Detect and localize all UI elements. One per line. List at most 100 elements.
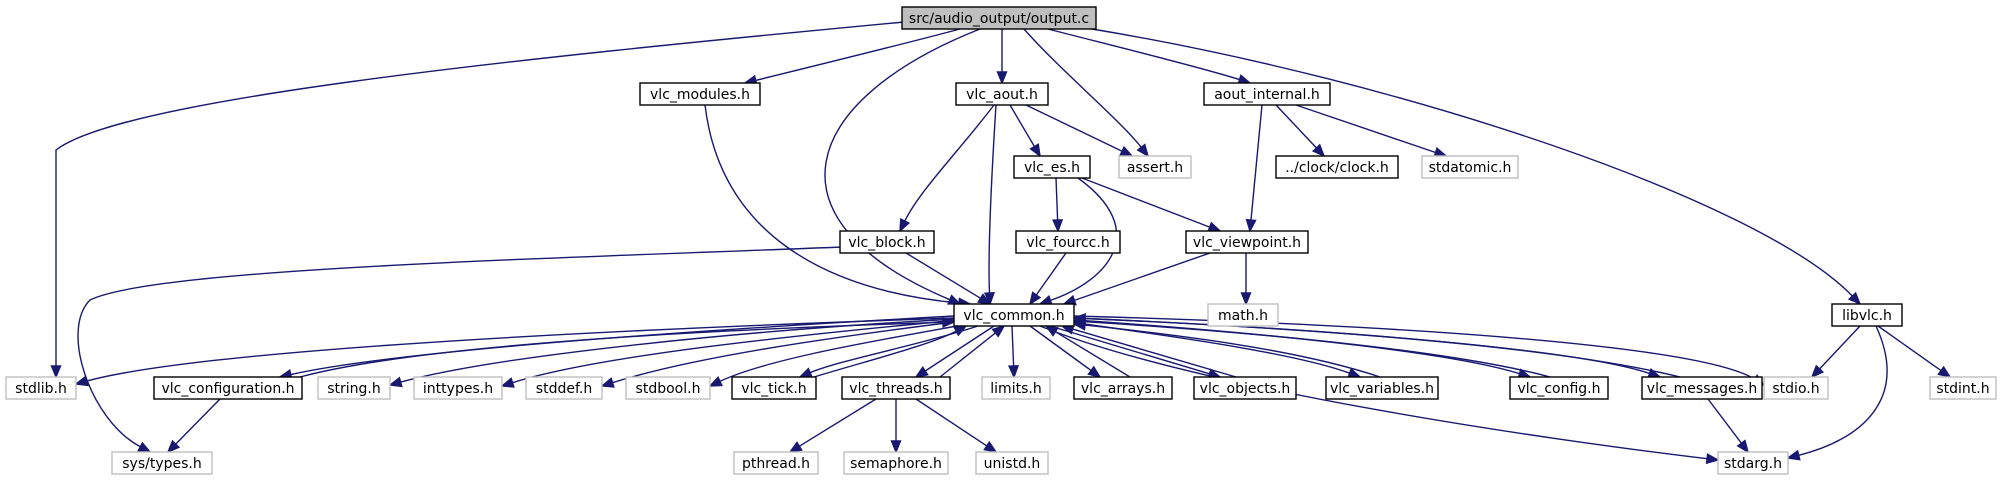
node-label: stdatomic.h <box>1429 160 1512 176</box>
node-box <box>843 451 949 475</box>
node-clock-h[interactable]: ../clock/clock.h <box>1275 155 1399 179</box>
node-label: stddef.h <box>536 381 592 397</box>
node-limits-h: limits.h <box>981 376 1051 400</box>
edge-line <box>939 332 996 378</box>
node-label: vlc_modules.h <box>650 87 750 103</box>
edge-arrowhead <box>977 293 992 305</box>
edge-arrowhead <box>1028 291 1042 306</box>
edge-vlc_common_h-to-stdio_h <box>1073 315 1766 386</box>
node-label: aout_internal.h <box>1214 87 1320 103</box>
node-label: stdbool.h <box>636 381 701 397</box>
edge-vlc_tick_h-to-vlc_common_h <box>813 325 968 378</box>
node-label: string.h <box>327 381 381 397</box>
node-libvlc-h[interactable]: libvlc.h <box>1831 303 1903 327</box>
edge-output_c-to-vlc_modules_h <box>743 28 961 86</box>
edge-line <box>1818 325 1861 370</box>
node-vlc-tick-h[interactable]: vlc_tick.h <box>731 376 817 400</box>
node-label: vlc_viewpoint.h <box>1193 235 1301 251</box>
edge-output_c-to-assert_h <box>1023 28 1150 158</box>
edge-line <box>824 28 981 301</box>
node-label: vlc_aout.h <box>966 87 1038 103</box>
node-box <box>1185 230 1309 254</box>
node-label: stdint.h <box>1936 381 1989 397</box>
edge-libvlc_h-to-stdint_h <box>1877 325 1952 379</box>
edge-vlc_aout_h-to-vlc_block_h <box>899 104 995 233</box>
node-box <box>625 376 711 400</box>
node-vlc-block-h[interactable]: vlc_block.h <box>839 230 935 254</box>
edge-line <box>612 320 963 384</box>
node-unistd-h: unistd.h <box>975 451 1049 475</box>
edge-arrowhead <box>1029 143 1041 158</box>
node-box <box>1193 376 1297 400</box>
edge-line <box>1877 325 1942 372</box>
node-vlc-fourcc-h[interactable]: vlc_fourcc.h <box>1015 230 1121 254</box>
edge-arrowhead <box>899 218 911 233</box>
node-box <box>731 376 817 400</box>
node-assert-h: assert.h <box>1118 155 1192 179</box>
edge-vlc_threads_h-to-vlc_common_h <box>939 324 1006 378</box>
edge-arrowhead <box>1311 143 1326 158</box>
edge-arrowhead <box>1052 219 1064 233</box>
node-label: vlc_common.h <box>963 308 1064 324</box>
node-label: vlc_variables.h <box>1330 381 1434 397</box>
edge-line <box>1049 325 1210 375</box>
node-aout-internal-h[interactable]: aout_internal.h <box>1203 82 1331 106</box>
edge-line <box>1091 28 1853 297</box>
node-vlc-arrays-h[interactable]: vlc_arrays.h <box>1073 376 1173 400</box>
edge-line <box>1084 324 1381 378</box>
edge-vlc_aout_h-to-assert_h <box>1025 104 1134 157</box>
edge-line <box>1084 321 1551 378</box>
edge-line <box>704 104 960 304</box>
node-box <box>955 82 1049 106</box>
node-output-c[interactable]: src/audio_output/output.c <box>901 6 1097 30</box>
edge-arrowhead <box>1240 292 1252 306</box>
node-label: semaphore.h <box>850 456 942 472</box>
edge-vlc_threads_h-to-pthread_h <box>788 398 877 453</box>
node-vlc-modules-h[interactable]: vlc_modules.h <box>639 82 761 106</box>
node-box <box>525 376 603 400</box>
edge-arrowhead <box>708 376 723 387</box>
node-box <box>153 376 303 400</box>
edge-line <box>1707 398 1742 444</box>
node-vlc-common-h[interactable]: vlc_common.h <box>953 303 1075 327</box>
edge-vlc_block_h-to-sys_types_h <box>77 246 845 453</box>
edge-line <box>1081 177 1210 228</box>
node-label: vlc_objects.h <box>1200 381 1291 397</box>
node-label: vlc_configuration.h <box>161 381 294 397</box>
edge-output_c-to-aout_internal_h <box>1047 28 1252 85</box>
node-stddef-h: stddef.h <box>525 376 603 400</box>
node-vlc-config-h[interactable]: vlc_config.h <box>1509 376 1609 400</box>
node-vlc-aout-h[interactable]: vlc_aout.h <box>955 82 1049 106</box>
node-vlc-objects-h[interactable]: vlc_objects.h <box>1193 376 1297 400</box>
node-vlc-threads-h[interactable]: vlc_threads.h <box>841 376 951 400</box>
edge-arrowhead <box>388 376 403 388</box>
edge-line <box>1072 328 1237 378</box>
edge-vlc_common_h-to-vlc_threads_h <box>914 325 995 379</box>
node-label: math.h <box>1218 308 1268 324</box>
node-vlc-es-h[interactable]: vlc_es.h <box>1013 155 1091 179</box>
edge-arrowhead <box>1786 449 1801 461</box>
edge-vlc_common_h-to-vlc_objects_h <box>1049 325 1222 379</box>
edge-output_c-to-vlc_aout_h <box>996 29 1008 85</box>
edge-arrowhead <box>1847 291 1862 306</box>
node-box <box>5 376 77 400</box>
edge-arrowhead <box>500 377 515 388</box>
node-label: vlc_es.h <box>1024 160 1080 176</box>
node-vlc-messages-h[interactable]: vlc_messages.h <box>1641 376 1763 400</box>
node-box <box>1013 155 1091 179</box>
edge-arrowhead <box>1937 365 1952 379</box>
edge-arrowhead <box>600 377 615 388</box>
node-box <box>733 451 819 475</box>
node-vlc-configuration-h[interactable]: vlc_configuration.h <box>153 376 303 400</box>
node-vlc-variables-h[interactable]: vlc_variables.h <box>1325 376 1439 400</box>
edge-arrowhead <box>788 441 803 453</box>
edge-vlc_common_h-to-stdlib_h <box>74 317 955 387</box>
edge-arrowhead <box>1008 365 1020 379</box>
node-vlc-viewpoint-h[interactable]: vlc_viewpoint.h <box>1185 230 1309 254</box>
edge-arrowhead <box>137 441 152 453</box>
node-box <box>317 376 391 400</box>
edge-line <box>1047 28 1240 81</box>
node-box <box>1015 230 1121 254</box>
